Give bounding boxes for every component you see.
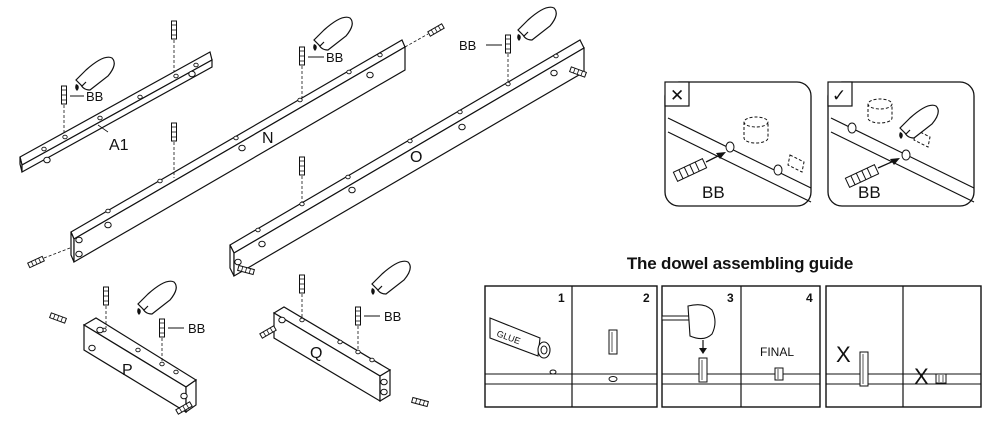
right-example-label: BB — [858, 183, 881, 202]
part-label-q: Q — [310, 345, 322, 362]
glue-bottle-icon — [370, 260, 411, 296]
part-label-o: O — [410, 149, 422, 166]
wrong-mark-icon: ✕ — [670, 86, 684, 105]
guide-title: The dowel assembling guide — [626, 254, 854, 273]
guide-dowel-step3 — [698, 357, 708, 383]
guide-dowel-final — [774, 367, 784, 381]
panel-a1 — [19, 51, 213, 174]
dowel-o-mid — [299, 156, 305, 176]
dowel-label: BB — [188, 321, 205, 336]
step-number: 3 — [727, 291, 734, 305]
dowel-p-right — [159, 318, 165, 338]
guide-dowel-step2 — [608, 329, 618, 382]
glue-bottle-icon — [312, 16, 353, 52]
part-label-p: P — [122, 362, 133, 379]
dowel-n-end — [427, 23, 445, 37]
dowel-n-mid — [171, 122, 177, 142]
dowel-q-bottom-end — [411, 397, 429, 407]
panel-p — [82, 317, 198, 414]
dowel-q-left — [299, 274, 305, 294]
dowel-label: BB — [459, 38, 476, 53]
panel-q — [272, 306, 392, 403]
part-label-a1: A1 — [109, 137, 129, 154]
right-example-panel: ✓ BB — [827, 81, 975, 207]
wrong-example-label: BB — [702, 183, 725, 202]
glue-bottle-icon — [136, 280, 177, 316]
panel-o — [229, 39, 585, 278]
dowel-n-top — [299, 46, 305, 66]
dowel-label: BB — [326, 50, 343, 65]
hammer-icon — [661, 304, 716, 354]
guide-dowel-too-high — [859, 351, 869, 387]
dowel-n-left-end — [27, 255, 45, 269]
dowel-guide: 1 2 3 4 GLUE FINAL — [484, 285, 982, 408]
step-number: 2 — [643, 291, 650, 305]
dowel-o-top — [505, 34, 511, 54]
dowel-a1-left — [61, 85, 67, 105]
wrong-mark: X — [914, 364, 929, 389]
dowel-a1-top — [171, 20, 177, 40]
check-mark-icon: ✓ — [832, 86, 846, 105]
wrong-mark: X — [836, 342, 851, 367]
part-label-n: N — [262, 130, 274, 147]
dowel-label: BB — [86, 89, 103, 104]
final-label: FINAL — [760, 345, 794, 359]
wrong-example-panel: ✕ BB — [664, 81, 812, 207]
glue-bottle-icon — [516, 6, 557, 42]
panel-n — [70, 39, 406, 264]
glue-tube-icon — [489, 317, 557, 375]
dowel-p-end — [49, 312, 67, 324]
dowel-q-right — [355, 306, 361, 326]
dowel-label: BB — [384, 309, 401, 324]
step-number: 4 — [806, 291, 813, 305]
step-number: 1 — [558, 291, 565, 305]
glue-bottle-icon — [74, 56, 115, 92]
dowel-p-left — [103, 286, 109, 306]
guide-dowel-too-low — [935, 373, 947, 384]
